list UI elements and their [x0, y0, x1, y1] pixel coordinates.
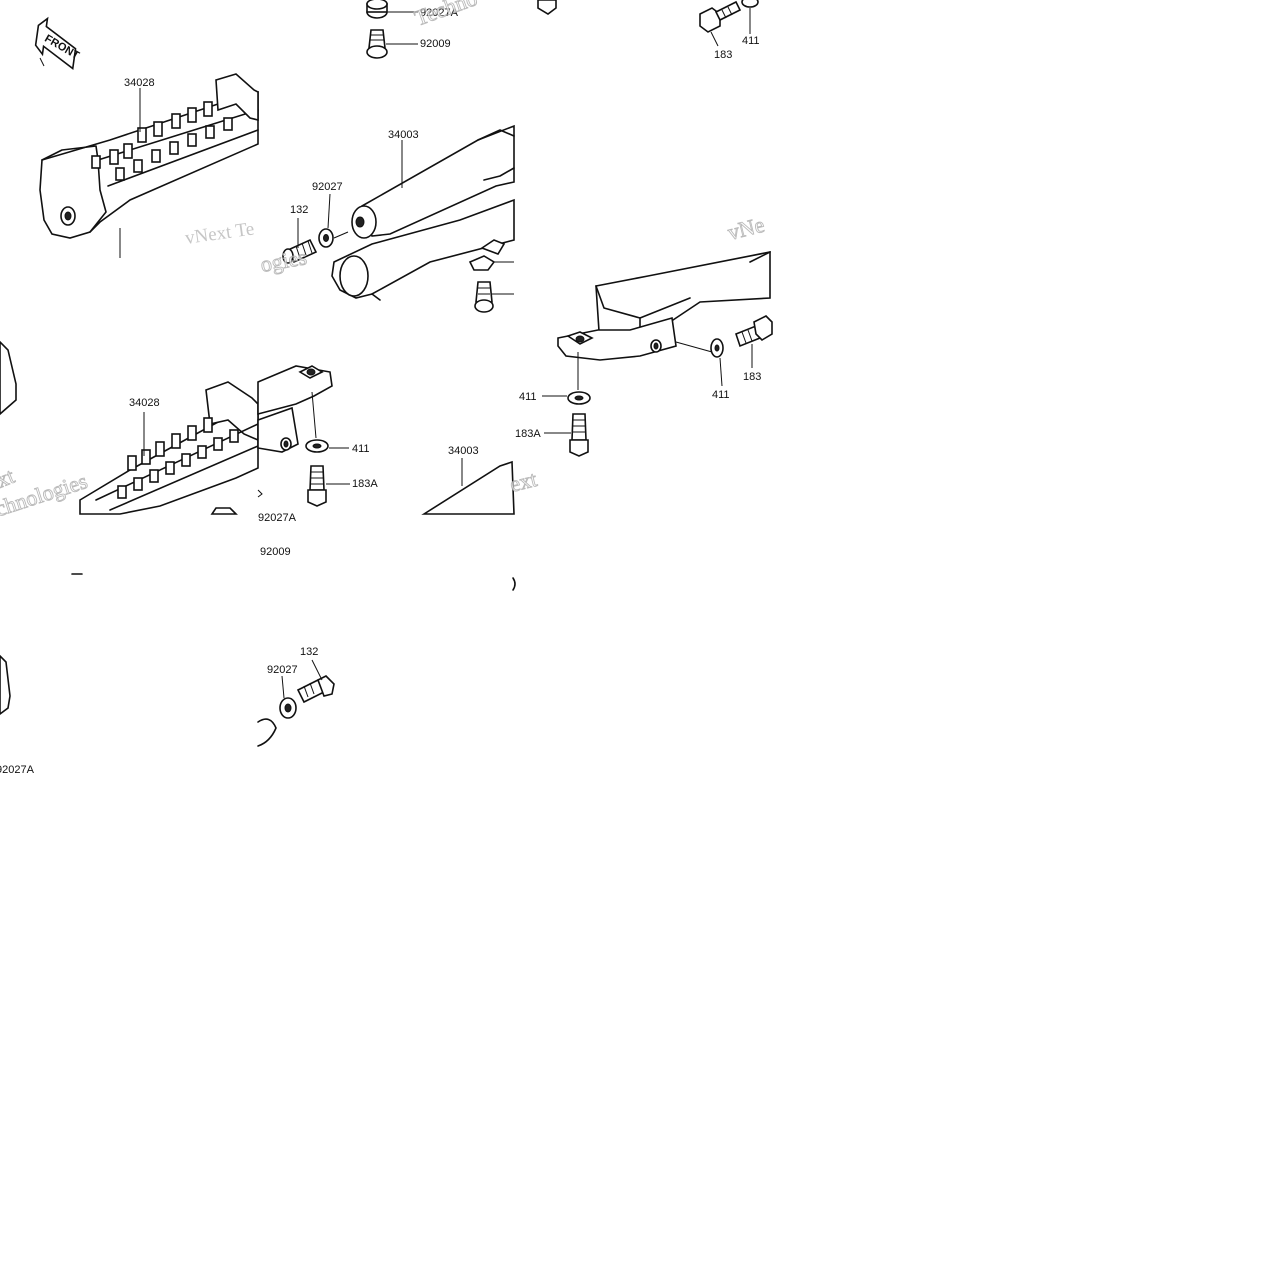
callout-34003-b: 34003	[448, 445, 479, 457]
watermark-4: xt	[0, 463, 18, 493]
washer-92027-a	[318, 193, 349, 248]
bolt-183-r2	[735, 315, 773, 368]
watermark-6: ext	[507, 466, 539, 497]
callout-183-top-right: 183	[714, 49, 732, 61]
front-arrow-icon: FRONT	[34, 16, 81, 71]
washer-411-m	[542, 391, 591, 405]
footpeg-34028-a	[39, 73, 259, 258]
clip-right-edge	[468, 239, 514, 313]
callout-411-top-right: 411	[742, 35, 760, 47]
callout-92027-c: 92027	[267, 664, 298, 676]
callout-34028-b: 34028	[129, 397, 160, 409]
bolt-183A-m	[544, 413, 589, 457]
watermark-3: vNe	[725, 212, 767, 245]
callout-92027A-top: 92027A	[420, 7, 459, 19]
nut-92027A-top	[366, 0, 418, 19]
callout-411-r2: 411	[712, 389, 730, 401]
callout-92027A-b: 92027A	[258, 512, 297, 524]
washer-92027-c	[279, 675, 297, 719]
stray-mark	[257, 489, 263, 498]
stray-paren	[512, 577, 516, 591]
bolt-132-c	[296, 659, 335, 704]
callout-411-m: 411	[519, 391, 537, 403]
callout-132-a: 132	[290, 204, 308, 216]
footpeg-bar-34003-a	[331, 124, 515, 301]
bolt-183A-b	[307, 465, 350, 507]
footpeg-bar-34003-b	[421, 458, 515, 515]
callout-92009-b: 92009	[260, 546, 291, 558]
bolt-132-a	[282, 218, 318, 264]
watermark-1: vNext Te	[184, 218, 256, 248]
callout-183A-b: 183A	[352, 478, 378, 490]
footpeg-34028-b	[79, 381, 259, 515]
partial-left-edge-1	[0, 340, 17, 416]
partial-left-edge-2	[0, 654, 11, 715]
bolt-183-top-right	[699, 0, 759, 47]
watermark-7: ogies	[259, 244, 309, 277]
callout-92027A-c: 92027A	[0, 764, 35, 776]
callout-34028-a: 34028	[124, 77, 155, 89]
callout-183A-m: 183A	[515, 428, 541, 440]
bracket-assembly-b	[257, 365, 333, 453]
callout-183-r2: 183	[743, 371, 761, 383]
callout-34003-a: 34003	[388, 129, 419, 141]
nut-top-right	[537, 0, 557, 15]
washer-411-r2	[710, 338, 724, 387]
tube-end-c	[257, 718, 277, 747]
bolt-92009-top	[366, 29, 418, 59]
washer-411-b	[305, 439, 349, 453]
callout-92027-a: 92027	[312, 181, 343, 193]
callout-411-b: 411	[352, 443, 370, 455]
watermark-2: Techno	[411, 0, 480, 31]
bracket-assembly-right	[557, 251, 771, 390]
callout-132-c: 132	[300, 646, 318, 658]
callout-92009-top: 92009	[420, 38, 451, 50]
